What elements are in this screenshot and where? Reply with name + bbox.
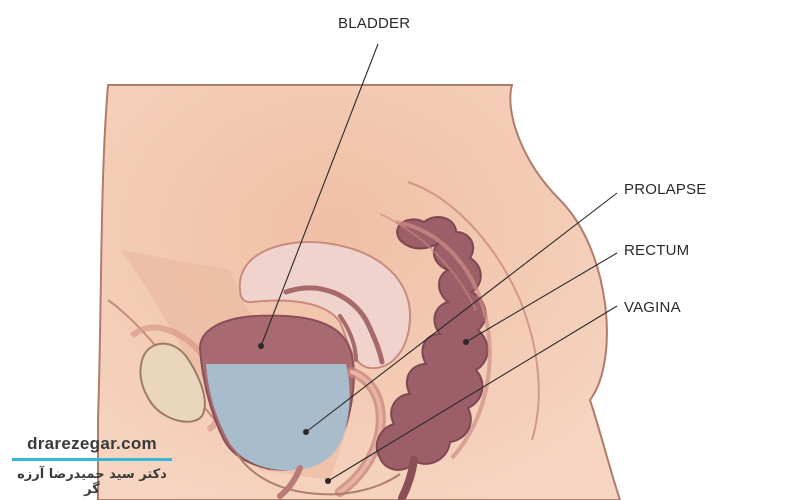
sacrum — [407, 181, 540, 441]
prolapse-leader-dot — [303, 429, 309, 435]
uterine-tube — [283, 285, 385, 365]
watermark-domain: drarezegar.com — [27, 434, 157, 453]
vagina-leader-line — [327, 305, 618, 482]
vagina-leader-dot — [325, 478, 331, 484]
label-bladder: BLADDER — [338, 15, 410, 32]
bladder-leader-dot — [258, 343, 264, 349]
urethra — [277, 465, 303, 499]
uterine-tube-branch — [338, 314, 358, 362]
rectum-leader-dot — [463, 339, 469, 345]
vaginal-canal-inner — [338, 370, 383, 494]
rectum-outer-wall — [395, 220, 492, 460]
watermark-author-name: دکتر سید حمیدرضا آرزه گر — [17, 467, 167, 497]
label-vagina: VAGINA — [624, 299, 681, 316]
anal-canal — [398, 456, 418, 500]
uterus — [238, 240, 412, 370]
coccyx-curve — [379, 213, 477, 311]
pubic-bone — [139, 342, 206, 423]
prolapse-leader-line — [305, 192, 618, 433]
label-prolapse: PROLAPSE — [624, 181, 706, 198]
watermark-underline — [12, 458, 172, 461]
bladder-urine — [206, 364, 350, 471]
perineum — [235, 451, 401, 496]
bladder-leader-line — [260, 43, 379, 347]
rectum-leader-line — [465, 252, 618, 343]
label-rectum: RECTUM — [624, 242, 689, 259]
watermark: drarezegar.com دکتر سید حمیدرضا آرزه گر — [12, 434, 172, 497]
